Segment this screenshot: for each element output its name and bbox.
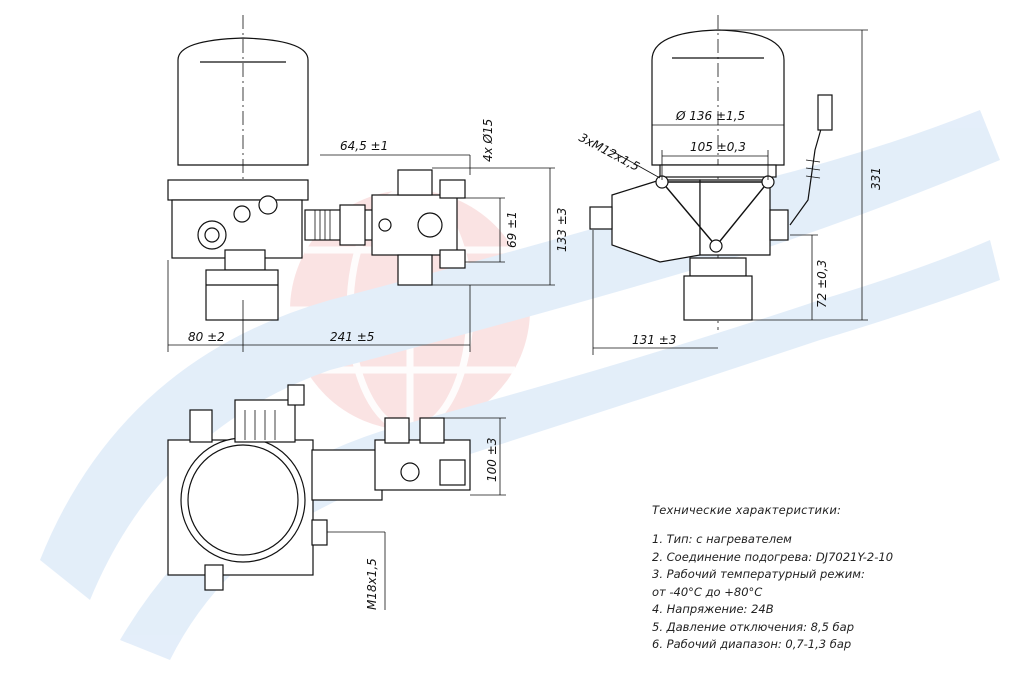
dim-offset-top: 64,5 ±1 (340, 139, 388, 153)
dim-width-side: 131 ±3 (632, 333, 676, 347)
dim-height-lower: 72 ±0,3 (815, 260, 829, 308)
dim-port-thread: M18x1,5 (365, 558, 379, 610)
spec-line: 2. Соединение подогрева: DJ7021Y-2-10 (652, 549, 894, 564)
top-view (167, 384, 471, 591)
dim-height-valve: 100 ±3 (485, 438, 499, 482)
spec-line: 5. Давление отключения: 8,5 бар (652, 619, 854, 634)
dim-pitch-small: 69 ±1 (505, 211, 519, 248)
side-view (589, 15, 833, 330)
dim-thread: 3xM12x1,5 (577, 130, 642, 174)
filter-circle (180, 437, 306, 563)
dim-bolt-circle: 105 ±0,3 (690, 140, 746, 154)
dim-height-total: 331 (869, 167, 883, 190)
spec-line: 1. Тип: с нагревателем (652, 532, 792, 546)
dim-length-total: 241 ±5 (330, 330, 374, 344)
spec-title: Технические характеристики: (652, 503, 842, 517)
dim-diameter: Ø 136 ±1,5 (675, 109, 745, 123)
spec-line: от -40°С до +80°С (652, 584, 763, 599)
dim-pitch-large: 133 ±3 (555, 208, 569, 252)
dim-width-left: 80 ±2 (188, 330, 225, 344)
dim-holes: 4x Ø15 (481, 119, 495, 162)
front-view-dimensions: 80 ±2 241 ±5 64,5 ±1 4x Ø15 69 ±1 133 ±3 (167, 119, 569, 352)
spec-block: Технические характеристики: 1. Тип: с на… (652, 503, 992, 654)
top-view-dimensions: 100 ±3 M18x1,5 (327, 417, 506, 610)
spec-line: 4. Напряжение: 24В (652, 602, 774, 616)
front-view (167, 15, 466, 321)
spec-line: 6. Рабочий диапазон: 0,7-1,3 бар (652, 637, 852, 651)
filter-dome (177, 37, 309, 166)
spec-line: 3. Рабочий температурный режим: (652, 567, 865, 581)
watermark-red-globe (290, 190, 530, 430)
